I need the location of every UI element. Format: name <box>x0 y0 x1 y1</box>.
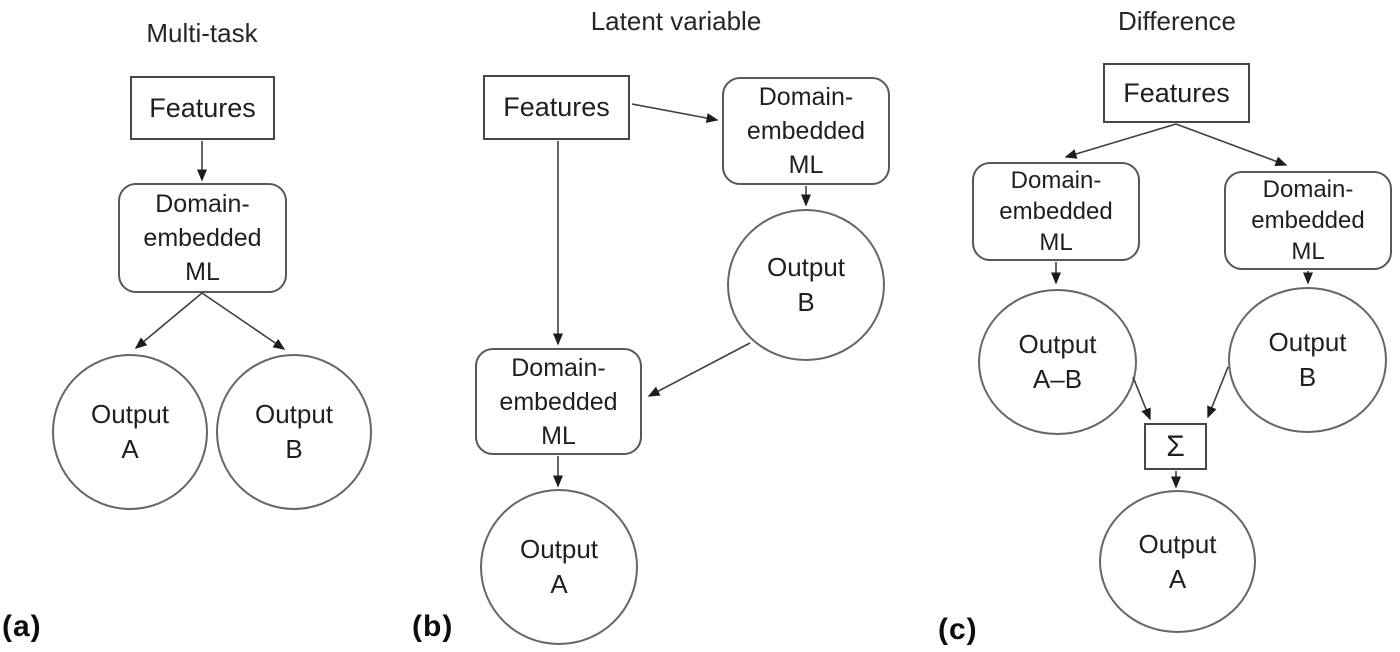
panel-b-ml-b-box: Domain- embedded ML <box>722 77 890 185</box>
ml-box-line: embedded <box>746 117 866 145</box>
ml-box-line: embedded <box>143 224 262 252</box>
panel-c-ml-left-box: Domain- embedded ML <box>972 162 1140 261</box>
panel-a-features-label: Features <box>149 92 256 123</box>
ml-box-line: Domain- <box>758 83 854 111</box>
output-line: B <box>1298 362 1317 392</box>
panel-a-title: Multi-task <box>146 18 258 48</box>
output-line: Output <box>1268 327 1347 357</box>
arrow-b-features-to-ml-b <box>631 103 719 123</box>
panel-b-ml-a-box: Domain- embedded ML <box>475 348 642 455</box>
arrow-b-output-b-to-ml-a <box>647 342 751 397</box>
ml-box-line: embedded <box>1251 207 1365 234</box>
output-line: A <box>121 434 139 464</box>
ml-box-line: ML <box>788 151 824 179</box>
output-line: A <box>1168 563 1187 594</box>
ml-box-line: ML <box>1291 238 1325 265</box>
panel-a-label: (a) <box>2 610 42 643</box>
arrow-c-output-b-to-sigma <box>1207 366 1229 419</box>
panel-b-output-a-circle: Output A <box>480 489 638 645</box>
arrow-c-output-ab-to-sigma <box>1132 376 1151 421</box>
arrow-c-features-to-ml-left <box>1064 123 1177 159</box>
ml-box-line: embedded <box>999 198 1113 225</box>
panel-c-title: Difference <box>1117 6 1237 36</box>
ml-box-line: ML <box>541 421 576 450</box>
panel-b-features-label: Features <box>503 92 610 122</box>
panel-c-output-a-circle: Output A <box>1099 490 1256 633</box>
panel-a-ml-box: Domain- embedded ML <box>118 183 287 293</box>
output-line: Output <box>519 534 599 564</box>
output-line: B <box>797 287 815 317</box>
arrow-c-features-to-ml-right <box>1175 123 1288 167</box>
ml-box-line: embedded <box>499 387 618 416</box>
panel-a-output-b-circle: Output B <box>216 354 372 510</box>
output-line: Output <box>90 399 170 429</box>
panel-c-label: (c) <box>938 613 978 646</box>
panel-b-title: Latent variable <box>590 6 762 36</box>
output-line: Output <box>1018 329 1097 359</box>
sigma-box: Σ <box>1144 423 1207 470</box>
ml-box-line: ML <box>185 258 220 286</box>
output-line: A <box>550 569 568 599</box>
panel-b-output-b-circle: Output B <box>727 209 885 361</box>
sigma-symbol: Σ <box>1166 429 1185 463</box>
panel-c-features-box: Features <box>1103 63 1250 123</box>
ml-box-line: Domain- <box>1010 167 1102 194</box>
ml-box-line: Domain- <box>511 353 606 382</box>
output-line: B <box>285 434 303 464</box>
panel-a-output-a-circle: Output A <box>52 354 208 510</box>
arrow-a-ml-to-output-a <box>134 292 203 349</box>
ml-box-line: Domain- <box>155 190 250 218</box>
ml-box-line: Domain- <box>1262 176 1354 203</box>
output-line: A–B <box>1032 364 1083 394</box>
panel-b-label: (b) <box>412 610 454 643</box>
output-line: Output <box>766 252 846 282</box>
panel-c-features-label: Features <box>1123 77 1230 108</box>
panel-c-output-ab-circle: Output A–B <box>978 289 1137 435</box>
ml-box-line: ML <box>1039 229 1073 256</box>
panel-a-features-box: Features <box>130 76 275 140</box>
arrow-a-ml-to-output-b <box>201 292 286 350</box>
output-line: Output <box>254 399 334 429</box>
output-line: Output <box>1138 528 1217 559</box>
panel-b-features-box: Features <box>483 75 630 140</box>
panel-c-ml-right-box: Domain- embedded ML <box>1224 171 1392 270</box>
panel-c-output-b-circle: Output B <box>1228 287 1387 433</box>
